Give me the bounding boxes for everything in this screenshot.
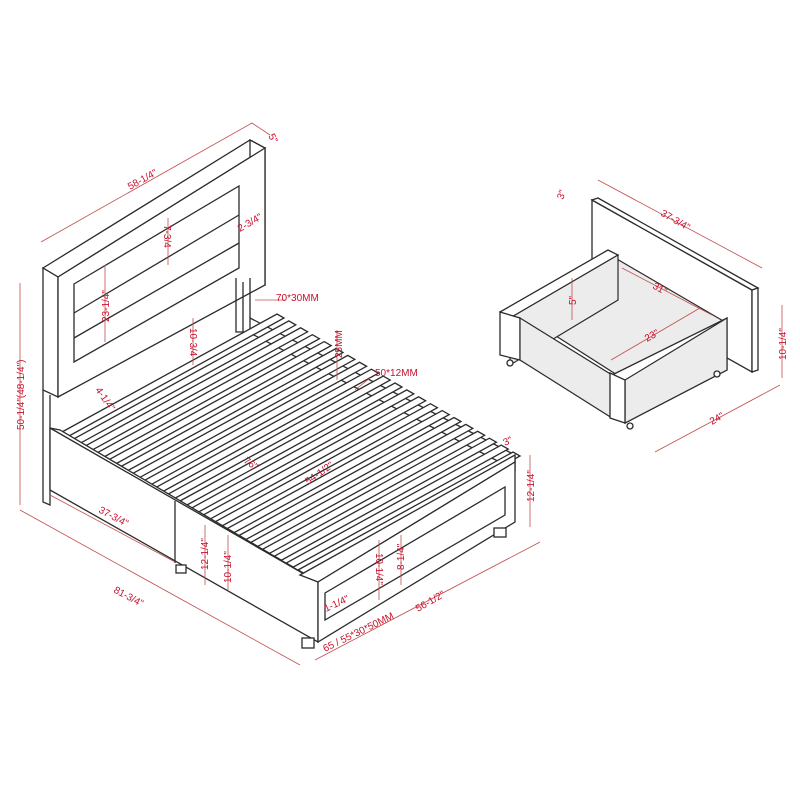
dimension-lines bbox=[19, 122, 783, 666]
label-headboard-clearance: 10-3/4 bbox=[187, 328, 198, 357]
label-foot-panel-height: 10-1/4" bbox=[373, 553, 384, 585]
label-drawer-front-length: 37-3/4" bbox=[659, 208, 693, 234]
label-headboard-width: 58-1/4" bbox=[126, 167, 160, 192]
label-drawer-front-height: 10-1/4" bbox=[778, 328, 789, 360]
label-total-height: 50-1/4"(48-1/4") bbox=[16, 360, 27, 430]
label-total-width: 56-1/2" bbox=[414, 589, 448, 615]
label-side-height: 12-1/4" bbox=[200, 538, 211, 570]
drawer bbox=[498, 197, 760, 430]
label-side-inner-height: 10-1/4" bbox=[223, 551, 234, 583]
label-slat-thickness: 25MM bbox=[334, 330, 345, 358]
slats bbox=[60, 313, 522, 575]
label-foot-inner-panel-height: 8-1/4" bbox=[396, 543, 407, 570]
label-drawer-inner-height: 5" bbox=[568, 295, 579, 305]
bed-base bbox=[49, 313, 522, 649]
label-total-length: 81-3/4" bbox=[112, 585, 146, 610]
label-drawer-depth: 24" bbox=[708, 411, 727, 428]
label-panel-slat-height: 7-3/4 bbox=[161, 225, 172, 248]
label-panel-height: 23-1/4" bbox=[101, 290, 112, 322]
label-headboard-depth: 5" bbox=[265, 132, 279, 146]
label-foot-height: 12-1/4" bbox=[526, 470, 537, 502]
headboard bbox=[41, 138, 267, 506]
label-slat-size: 50*12MM bbox=[375, 368, 418, 379]
label-drawer-front-thickness: 3" bbox=[555, 188, 569, 201]
label-post-size: 70*30MM bbox=[276, 293, 319, 304]
